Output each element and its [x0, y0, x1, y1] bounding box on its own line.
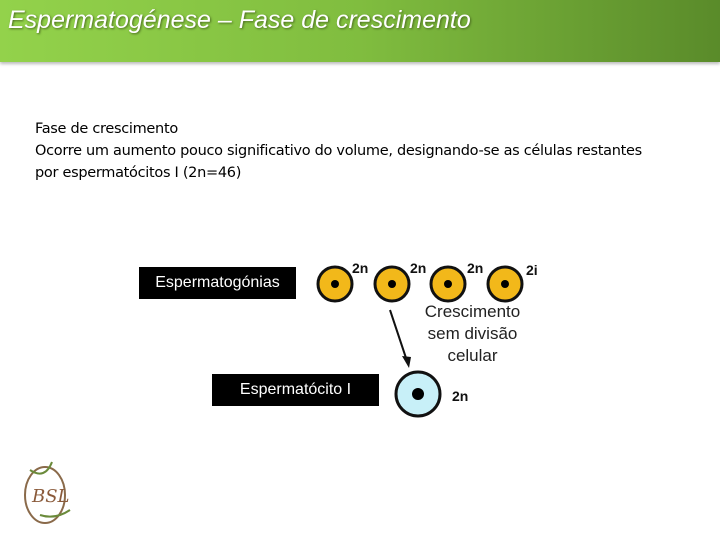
spermatogonia-label: Espermatogónias	[139, 267, 296, 299]
logo-text: BSL	[31, 486, 70, 507]
slide-title: Espermatogénese – Fase de crescimento	[8, 6, 471, 34]
ploidy-label: 2n	[352, 260, 368, 276]
description-line-1: Ocorre um aumento pouco significativo do…	[35, 143, 642, 159]
spermatogonia-cells	[316, 265, 524, 303]
spermatogonium-cell	[429, 265, 467, 303]
growth-caption: Crescimento sem divisão celular	[415, 301, 530, 367]
description-line-2: por espermatócitos I (2n=46)	[35, 165, 242, 181]
arrow-icon	[389, 309, 411, 368]
growth-caption-line: sem divisão	[427, 324, 518, 343]
growth-caption-line: celular	[447, 346, 498, 365]
spermatocyte-label: Espermatócito I	[212, 374, 379, 406]
title-bar: Espermatogénese – Fase de crescimento	[0, 0, 720, 62]
body-text: Fase de crescimento Ocorre um aumento po…	[35, 118, 642, 184]
ploidy-label: 2n	[410, 260, 426, 276]
section-heading: Fase de crescimento	[35, 121, 178, 137]
spermatogonium-cell	[316, 265, 354, 303]
ploidy-label: 2i	[526, 262, 538, 278]
spermatocyte-cell	[394, 370, 442, 418]
ploidy-label: 2n	[467, 260, 483, 276]
growth-caption-line: Crescimento	[424, 302, 521, 321]
spermatogonium-cell	[486, 265, 524, 303]
ploidy-label: 2n	[452, 388, 468, 404]
logo: BSL	[24, 461, 71, 524]
spermatogonium-cell	[373, 265, 411, 303]
